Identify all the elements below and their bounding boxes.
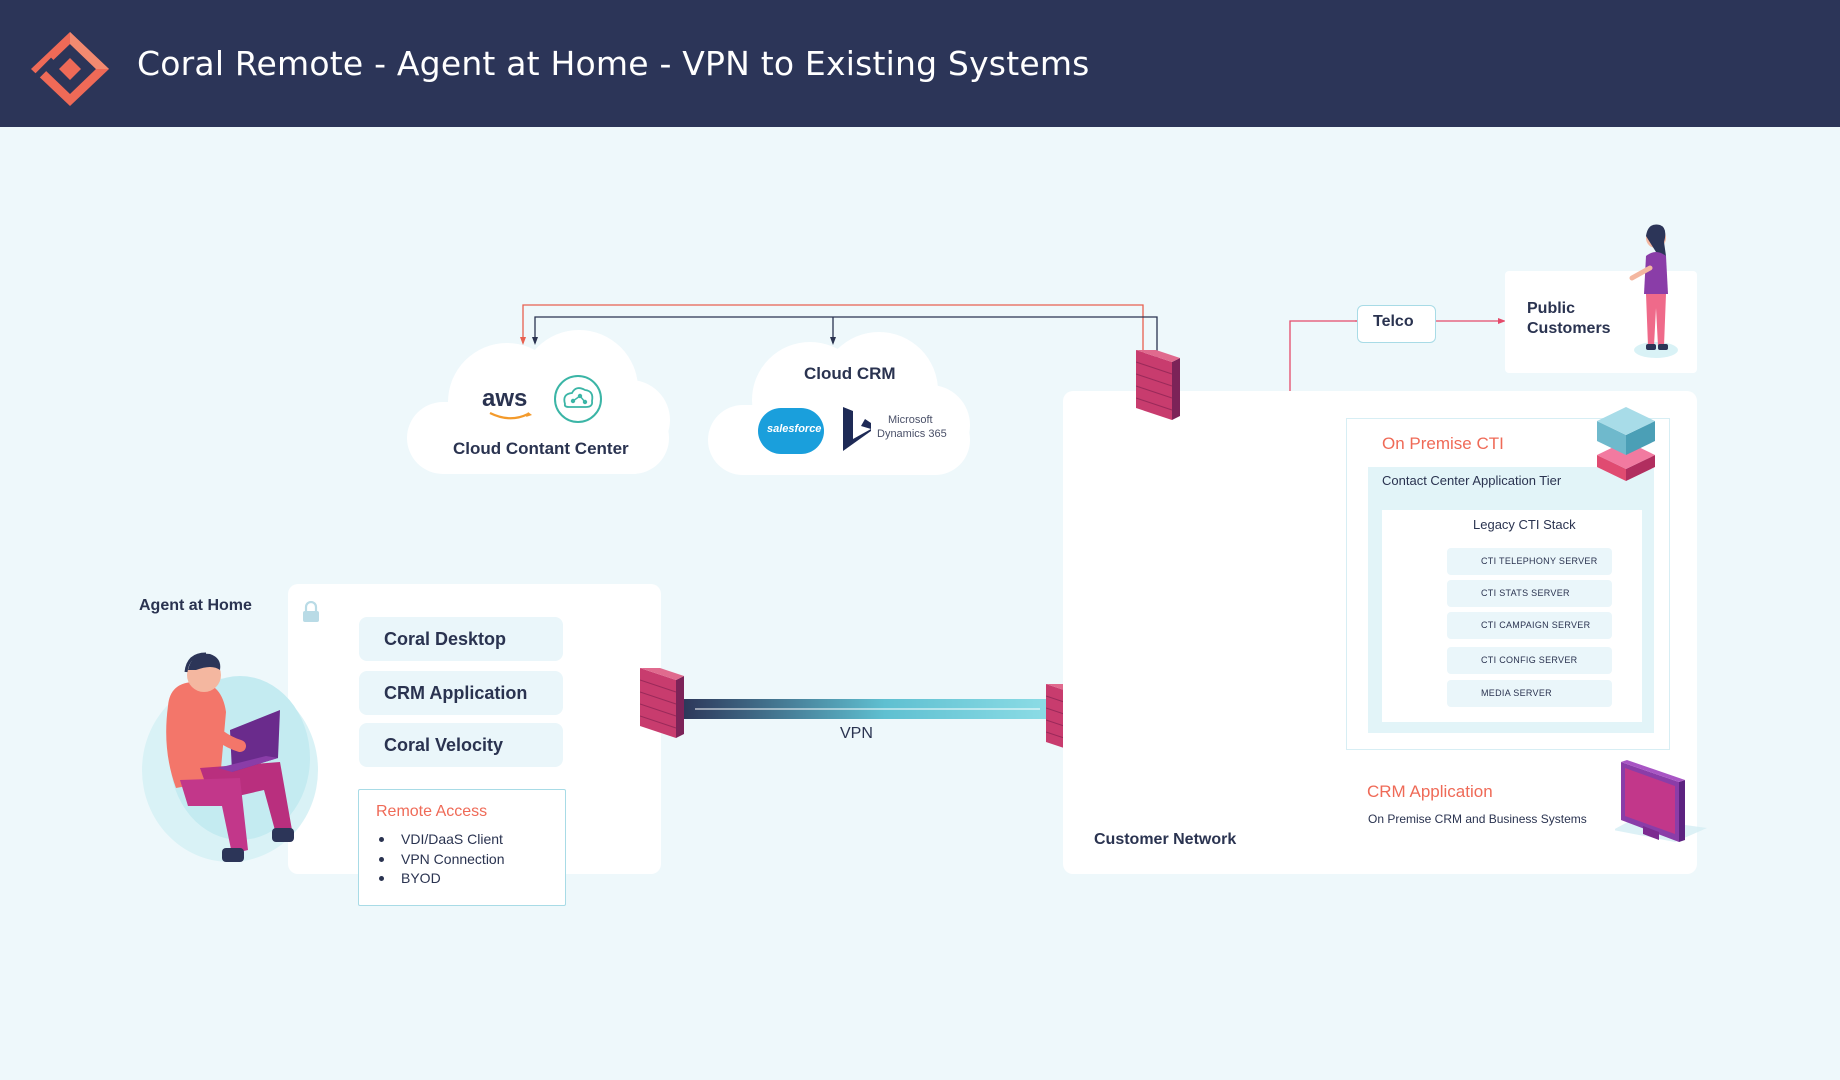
server-stack-icon	[1597, 407, 1655, 481]
cloud-contact-center-title: Cloud Contant Center	[453, 439, 629, 458]
firewall-icon	[1136, 350, 1180, 420]
list-item: VPN Connection	[379, 850, 505, 870]
cti-campaign-server: CTI CAMPAIGN SERVER	[1447, 612, 1612, 639]
agent-person-illustration	[142, 652, 318, 862]
cloud-crm-title: Cloud CRM	[804, 364, 896, 383]
cti-stats-server: CTI STATS SERVER	[1447, 580, 1612, 607]
remote-access-box	[358, 789, 566, 906]
dynamics-label-line1: Microsoft	[888, 414, 933, 426]
remote-access-title: Remote Access	[376, 803, 488, 820]
dynamics-label-line2: Dynamics 365	[877, 428, 947, 440]
coral-velocity-app[interactable]: Coral Velocity	[359, 723, 563, 767]
dynamics-365-logo-icon	[843, 407, 871, 451]
contact-center-tier-label: Contact Center Application Tier	[1382, 473, 1562, 488]
page-title: Coral Remote - Agent at Home - VPN to Ex…	[137, 44, 1090, 83]
crm-application-title: CRM Application	[1367, 782, 1493, 801]
cti-telephony-server: CTI TELEPHONY SERVER	[1447, 548, 1612, 575]
remote-access-list: VDI/DaaS Client VPN Connection BYOD	[379, 830, 505, 889]
telco-box	[1357, 305, 1436, 343]
crm-application-subtitle: On Premise CRM and Business Systems	[1368, 812, 1587, 826]
public-customers-line2: Customers	[1527, 320, 1611, 337]
aws-logo-icon: aws	[482, 385, 528, 412]
cloud-network-icon	[554, 375, 602, 423]
cloud-bump	[590, 380, 670, 460]
media-server: MEDIA SERVER	[1447, 680, 1612, 707]
coral-desktop-app[interactable]: Coral Desktop	[359, 617, 563, 661]
customer-person-illustration	[1629, 224, 1678, 358]
vpn-label: VPN	[840, 725, 873, 742]
coral-diamond-logo-icon	[31, 32, 109, 106]
firewall-icon	[640, 668, 684, 738]
cti-config-server: CTI CONFIG SERVER	[1447, 647, 1612, 674]
on-premise-cti-title: On Premise CTI	[1382, 434, 1504, 453]
lock-icon	[303, 601, 319, 622]
crm-application-app[interactable]: CRM Application	[359, 671, 563, 715]
list-item: VDI/DaaS Client	[379, 830, 505, 850]
agent-at-home-title: Agent at Home	[139, 597, 252, 614]
aws-smile-icon	[489, 412, 532, 420]
header-bar: Coral Remote - Agent at Home - VPN to Ex…	[0, 0, 1840, 127]
customer-network-label: Customer Network	[1094, 831, 1237, 848]
public-customers-line1: Public	[1527, 300, 1576, 317]
telco-label: Telco	[1373, 313, 1414, 330]
list-item: BYOD	[379, 869, 505, 889]
cloud-bump	[890, 385, 970, 465]
monitor-icon	[1615, 760, 1707, 842]
legacy-cti-stack-label: Legacy CTI Stack	[1473, 517, 1576, 532]
salesforce-logo-icon: salesforce	[758, 408, 824, 454]
